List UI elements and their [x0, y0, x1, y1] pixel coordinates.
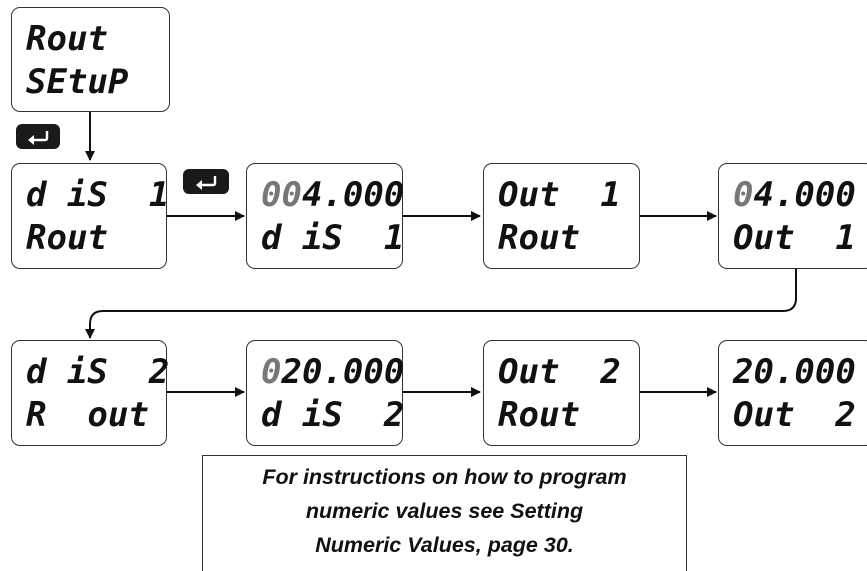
- display-top-line: 020.000: [261, 353, 404, 391]
- enter-return-icon: [28, 131, 49, 145]
- active-digits: 20.000: [281, 352, 405, 392]
- display-top-line: Out 1: [498, 175, 621, 215]
- enter-return-icon: [196, 176, 217, 190]
- display-dis2-aout: d iS 2 R out: [11, 340, 170, 446]
- display-bottom-line: Out 2: [733, 395, 856, 435]
- display-bottom-line: SEtuP: [26, 62, 129, 102]
- display-bottom-line: d iS 1: [261, 218, 405, 258]
- display-top-line: Rout: [26, 19, 108, 59]
- display-bottom-line: R out: [26, 395, 149, 435]
- display-aout-setup: Rout SEtuP: [11, 7, 170, 112]
- display-bottom-line: Out 1: [733, 218, 856, 258]
- instruction-note: For instructions on how to program numer…: [202, 455, 687, 571]
- active-digits: 4.000: [301, 175, 405, 215]
- active-digits: 20.000: [733, 352, 856, 392]
- display-bottom-line: d iS 2: [261, 395, 405, 435]
- display-value-dis1: 004.000 d iS 1: [246, 163, 405, 269]
- note-line-1: For instructions on how to program: [262, 465, 627, 489]
- note-line-2: numeric values see Setting: [305, 499, 584, 523]
- display-top-line: 20.000: [733, 353, 856, 391]
- note-line-3: Numeric Values, page 30.: [315, 533, 574, 557]
- display-dis1-aout: d iS 1 Rout: [11, 163, 170, 269]
- active-digits: 4.000: [753, 175, 856, 215]
- dim-digits: 00: [261, 175, 302, 215]
- display-out2-aout: Out 2 Rout: [483, 340, 640, 446]
- display-bottom-line: Rout: [26, 218, 108, 258]
- dim-digits: 0: [733, 175, 754, 215]
- display-top-line: 004.000: [261, 176, 404, 214]
- enter-key-button[interactable]: [183, 169, 229, 194]
- display-value-dis2: 020.000 d iS 2: [246, 340, 405, 446]
- display-top-line: d iS 2: [26, 352, 170, 392]
- display-top-line: 04.000: [733, 176, 856, 214]
- display-top-line: d iS 1: [26, 175, 170, 215]
- dim-digits: 0: [261, 352, 282, 392]
- display-value-out2: 20.000 Out 2: [718, 340, 867, 446]
- display-top-line: Out 2: [498, 352, 621, 392]
- display-bottom-line: Rout: [498, 395, 580, 435]
- display-out1-aout: Out 1 Rout: [483, 163, 640, 269]
- display-bottom-line: Rout: [498, 218, 580, 258]
- display-value-out1: 04.000 Out 1: [718, 163, 867, 269]
- enter-key-button[interactable]: [16, 124, 60, 149]
- arrow-wrap-to-dis2: [85, 268, 797, 339]
